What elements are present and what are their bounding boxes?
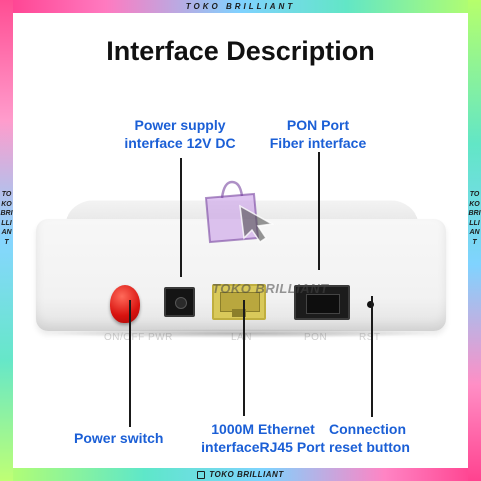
label-reset-line2: reset button	[329, 439, 410, 455]
frame-left	[0, 0, 13, 481]
lan-rj45-port	[212, 284, 266, 320]
frame-bottom	[0, 468, 481, 481]
watermark-text: TOKO BRILLIANT	[212, 281, 329, 296]
label-power-supply-line1: Power supply	[134, 117, 226, 133]
port-label-rst: RST	[359, 332, 381, 343]
brand-left: TOKOBRILLIANT	[0, 191, 13, 246]
frame-right	[468, 0, 481, 481]
label-pon-line2: Fiber interface	[269, 135, 367, 151]
label-ethernet-line1: 1000M Ethernet	[211, 421, 315, 437]
label-pon-port: PON Port Fiber interface	[258, 116, 378, 152]
bag-icon	[197, 470, 206, 479]
power-switch-button	[110, 285, 140, 323]
shopping-bag-cursor-icon	[204, 180, 275, 244]
label-pon-line1: PON Port	[286, 117, 350, 133]
port-label-pon: PON	[304, 332, 327, 343]
label-power-switch: Power switch	[74, 430, 164, 446]
frame-top	[0, 0, 481, 13]
brand-bottom: TOKO BRILLIANT	[209, 470, 284, 479]
label-power-supply-line2: interface 12V DC	[124, 135, 236, 151]
brand-top: TOKO BRILLIANT	[185, 2, 296, 11]
leader-power-supply	[180, 158, 182, 277]
label-reset: Connection reset button	[329, 420, 427, 456]
leader-reset	[371, 296, 373, 417]
page-title: Interface Description	[106, 36, 375, 66]
port-label-onoff: ON/OFF PWR	[104, 332, 173, 343]
label-reset-line1: Connection	[329, 421, 406, 437]
reset-hole	[367, 301, 374, 308]
dc-power-jack	[164, 287, 195, 317]
label-ethernet: 1000M Ethernet interfaceRJ45 Port	[196, 420, 330, 456]
brand-right: TOKOBRILLIANT	[468, 191, 481, 246]
leader-power-switch	[129, 300, 131, 427]
device-shadow	[48, 329, 434, 338]
port-label-lan: LAN	[231, 332, 252, 343]
pon-fiber-port	[294, 285, 350, 320]
brand-bottom-group: TOKO BRILLIANT	[0, 468, 481, 481]
leader-ethernet	[243, 300, 245, 416]
label-ethernet-line2: interfaceRJ45 Port	[201, 439, 325, 455]
leader-pon	[318, 152, 320, 270]
label-power-supply: Power supply interface 12V DC	[110, 116, 250, 152]
